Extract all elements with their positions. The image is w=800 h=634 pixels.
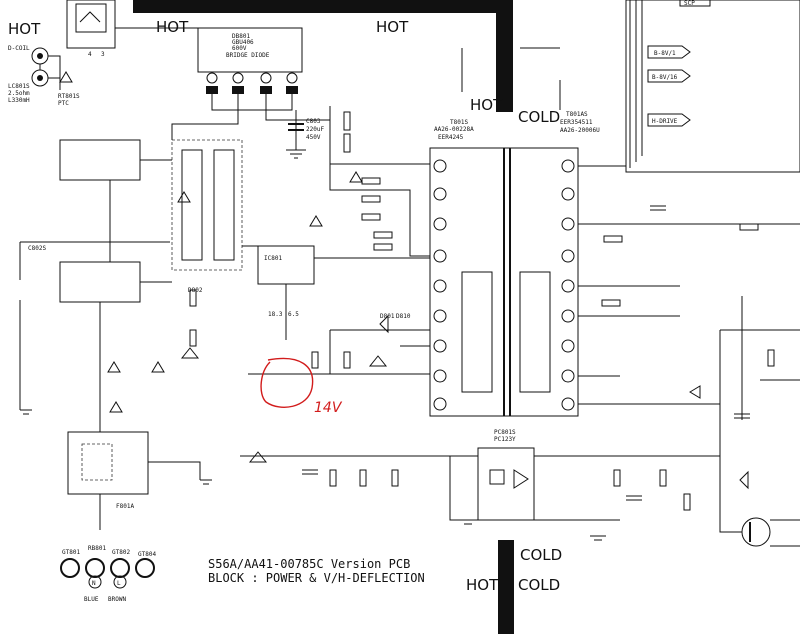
svg-text:SCP: SCP xyxy=(684,0,695,7)
svg-text:GT804: GT804 xyxy=(138,551,156,558)
top-bar-hot xyxy=(133,0,513,13)
connector-terminal xyxy=(135,558,155,578)
svg-text:BRIDGE DIODE: BRIDGE DIODE xyxy=(226,52,270,59)
deflection-ic-frame xyxy=(625,0,800,173)
block-title-line1: S56A/AA41-00785C Version PCB xyxy=(208,557,410,571)
warning-icons xyxy=(59,71,363,413)
region-cold-label: COLD xyxy=(518,108,560,126)
svg-text:18.3: 18.3 xyxy=(268,311,283,318)
svg-text:D802: D802 xyxy=(188,287,203,294)
svg-text:B-8V/16: B-8V/16 xyxy=(652,74,678,81)
svg-text:D-COIL: D-COIL xyxy=(8,45,30,52)
svg-text:EER354511: EER354511 xyxy=(560,119,593,126)
svg-text:6.5: 6.5 xyxy=(288,311,299,318)
signal-tag xyxy=(647,45,691,59)
line-filter-1 xyxy=(59,139,141,181)
transformer-pins xyxy=(433,159,575,411)
hot-cold-divider-top xyxy=(496,0,513,112)
handwritten-voltage-label: 14V xyxy=(314,400,343,416)
svg-text:DB801: DB801 xyxy=(232,33,250,40)
deflection-transistor xyxy=(741,517,771,547)
ground-symbols xyxy=(20,149,606,541)
svg-text:2.5ohm: 2.5ohm xyxy=(8,90,30,97)
svg-text:RB801: RB801 xyxy=(88,545,106,552)
ac-connector-row: GT801 RB801 GT802 GT804 N L BLUE BROWN xyxy=(60,545,156,603)
svg-text:H-DRIVE: H-DRIVE xyxy=(652,118,678,125)
hot-cold-divider-bottom xyxy=(498,540,514,634)
svg-text:RT801S: RT801S xyxy=(58,93,80,100)
svg-text:C803: C803 xyxy=(306,118,321,125)
connector-terminal xyxy=(110,558,130,578)
handwritten-annotation: 14V xyxy=(260,357,343,416)
svg-text:L: L xyxy=(117,580,121,587)
svg-text:F801A: F801A xyxy=(116,503,134,510)
svg-text:C802S: C802S xyxy=(28,245,46,252)
svg-text:PC123Y: PC123Y xyxy=(494,436,516,443)
connector-terminal xyxy=(85,558,105,578)
svg-text:T801S: T801S xyxy=(450,119,468,126)
svg-text:AA26-20006U: AA26-20006U xyxy=(560,127,600,134)
svg-text:GBU406: GBU406 xyxy=(232,39,254,46)
svg-text:AA26-00228A: AA26-00228A xyxy=(434,126,474,133)
svg-text:PC801S: PC801S xyxy=(494,429,516,436)
signal-tag xyxy=(647,113,691,127)
region-hot-label: HOT xyxy=(8,20,41,38)
svg-text:LC801S: LC801S xyxy=(8,83,30,90)
region-cold-label: COLD xyxy=(518,576,560,594)
svg-text:B-8V/1: B-8V/1 xyxy=(654,50,676,57)
passive-components xyxy=(180,111,775,511)
rectifier-diode-array xyxy=(171,139,243,271)
relay-block xyxy=(67,431,149,495)
region-hot-label: HOT xyxy=(156,18,189,36)
svg-text:T801AS: T801AS xyxy=(566,111,588,118)
photocoupler xyxy=(477,447,535,521)
circuit-traces xyxy=(19,27,800,547)
power-switch-box xyxy=(66,0,116,49)
bridge-diode-outline xyxy=(197,27,303,73)
region-cold-label: COLD xyxy=(520,546,562,564)
svg-text:220uF: 220uF xyxy=(306,126,324,133)
svg-text:BROWN: BROWN xyxy=(108,596,126,603)
region-hot-label: HOT xyxy=(466,576,499,594)
region-hot-label: HOT xyxy=(376,18,409,36)
signal-tag xyxy=(647,69,691,83)
block-title-line2: BLOCK : POWER & V/H-DEFLECTION xyxy=(208,571,425,585)
svg-text:EER4245: EER4245 xyxy=(438,134,464,141)
line-filter-2 xyxy=(59,261,141,303)
svg-text:600V: 600V xyxy=(232,45,247,52)
svg-text:L330mH: L330mH xyxy=(8,97,30,104)
svg-text:4: 4 xyxy=(88,51,92,58)
svg-text:IC801: IC801 xyxy=(264,255,282,262)
svg-text:3: 3 xyxy=(101,51,105,58)
svg-text:GT801: GT801 xyxy=(62,549,80,556)
svg-text:450V: 450V xyxy=(306,134,321,141)
svg-text:D801: D801 xyxy=(380,313,395,320)
connector-terminal xyxy=(60,558,80,578)
svg-text:GT802: GT802 xyxy=(112,549,130,556)
svg-text:PTC: PTC xyxy=(58,100,69,107)
svg-text:N: N xyxy=(92,580,96,587)
svg-text:D810: D810 xyxy=(396,313,411,320)
region-hot-label: HOT xyxy=(470,96,503,114)
pwm-ic xyxy=(257,245,315,285)
svg-text:BLUE: BLUE xyxy=(84,596,99,603)
